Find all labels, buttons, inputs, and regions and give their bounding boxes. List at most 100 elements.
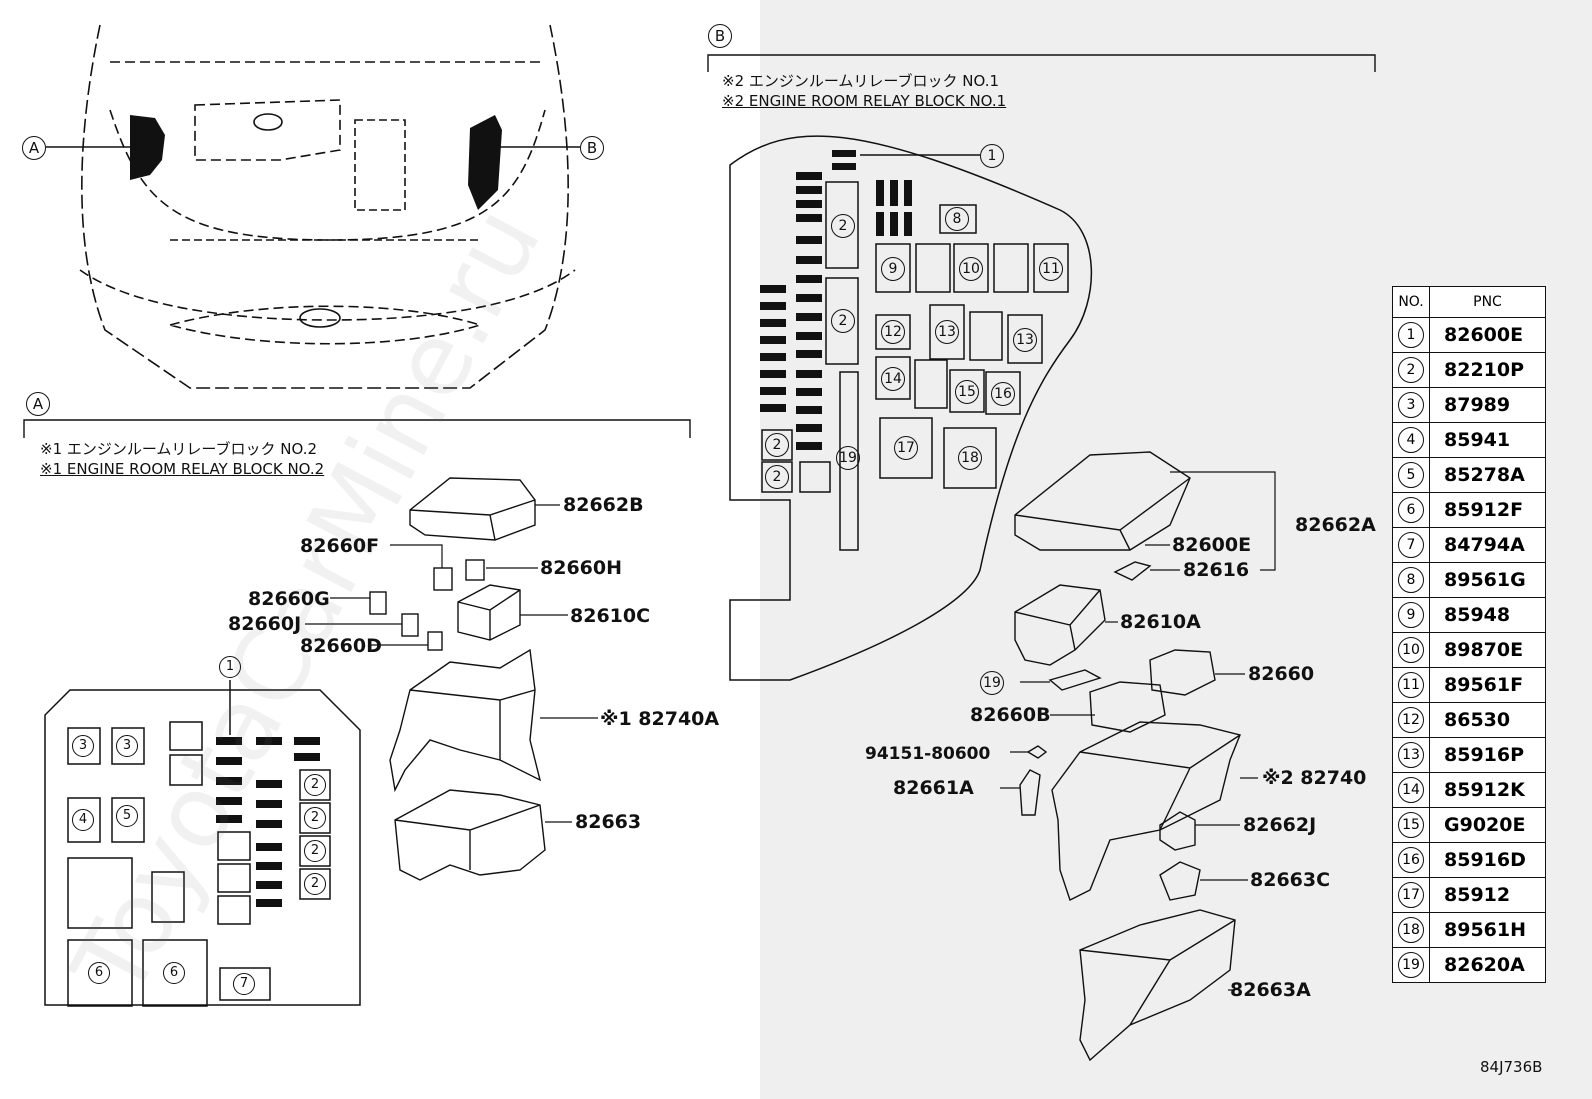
nut-94151 (1026, 745, 1048, 759)
row-pnc: 85941 (1429, 422, 1546, 458)
part-label-82610a: 82610A (1120, 611, 1201, 633)
clip-82660d (427, 631, 443, 651)
part-label-82660f: 82660F (300, 535, 380, 557)
row-pnc: 82600E (1429, 317, 1546, 353)
block-a-num-2b: 2 (304, 807, 326, 829)
car-bumper (79, 269, 576, 321)
row-no: 14 (1398, 777, 1424, 803)
lower-82663 (394, 789, 546, 881)
row-pnc: 84794A (1429, 527, 1546, 563)
block-a-num-6a: 6 (88, 962, 110, 984)
part-label-82660g: 82660G (248, 588, 330, 610)
row-no: 8 (1398, 567, 1424, 593)
part-label-82600e: 82600E (1172, 534, 1252, 556)
figure-code: 84J736B (1480, 1058, 1543, 1076)
row-no: 9 (1398, 602, 1424, 628)
block-a-outline (44, 689, 361, 1006)
row-pnc: 85916D (1429, 842, 1546, 878)
clip-82660g (369, 591, 387, 615)
header-a-jp: ※1 エンジンルームリレーブロック NO.2 (40, 440, 318, 458)
car-inner-line (109, 109, 546, 241)
block-82660b (1089, 681, 1166, 733)
row-pnc: 89561H (1429, 912, 1546, 948)
bracket-82663c (1159, 861, 1201, 901)
row-no: 5 (1398, 462, 1424, 488)
relay-block-b-location (468, 115, 502, 210)
block-a-num-3a: 3 (72, 735, 94, 757)
section-b-bracket (707, 54, 1376, 72)
row-no: 4 (1398, 427, 1424, 453)
row-pnc: 85912F (1429, 492, 1546, 528)
engine-oil-cap (253, 113, 283, 131)
lower-82663a (1079, 909, 1236, 1062)
section-b-marker-car: B (580, 136, 604, 160)
block-b-num-16: 16 (991, 382, 1015, 406)
row-pnc: 85948 (1429, 597, 1546, 633)
box-82740 (1051, 721, 1241, 901)
block-b-num-11: 11 (1039, 257, 1063, 281)
clip-82660h (465, 559, 485, 581)
row-pnc: 85916P (1429, 737, 1546, 773)
block-a-num-2c: 2 (304, 840, 326, 862)
part-label-82662j: 82662J (1243, 814, 1317, 836)
block-b-num-1: 1 (980, 144, 1004, 168)
section-b-marker: B (708, 24, 732, 48)
block-a-num-5: 5 (116, 805, 138, 827)
block-a-num-6b: 6 (163, 962, 185, 984)
row-pnc: 86530 (1429, 702, 1546, 738)
fuse-82616 (1113, 561, 1152, 581)
row-no: 13 (1398, 742, 1424, 768)
block-82610c (457, 584, 521, 641)
car-grille (167, 305, 483, 345)
row-no: 17 (1398, 882, 1424, 908)
block-b-num-10: 10 (959, 257, 983, 281)
block-b-num-2b: 2 (831, 309, 855, 333)
part-label-82610c: 82610C (570, 605, 651, 627)
row-no: 3 (1398, 392, 1424, 418)
part-label-82662b: 82662B (563, 494, 644, 516)
block-b-num-19: 19 (836, 446, 860, 470)
header-b-jp: ※2 エンジンルームリレーブロック NO.1 (722, 72, 1000, 90)
block-a-num-4: 4 (72, 809, 94, 831)
part-label-82663a: 82663A (1230, 979, 1311, 1001)
row-pnc: 87989 (1429, 387, 1546, 423)
block-b-num-17: 17 (894, 436, 918, 460)
row-no: 18 (1398, 917, 1424, 943)
part-label-82660h: 82660H (540, 557, 623, 579)
section-a-marker: A (26, 392, 50, 416)
row-pnc: G9020E (1429, 807, 1546, 843)
battery-outline (354, 119, 406, 211)
row-pnc: 89561F (1429, 667, 1546, 703)
relay-block-a-location (130, 115, 165, 180)
block-a-num-1: 1 (219, 656, 241, 678)
part-label-82660b: 82660B (970, 704, 1051, 726)
fuse-19-strip (1048, 669, 1102, 691)
block-b-num-2d: 2 (765, 465, 789, 489)
part-label-82740a: ※1 82740A (600, 708, 720, 730)
car-emblem (299, 308, 341, 328)
part-label-82660: 82660 (1248, 663, 1315, 685)
part-label-82662a: 82662A (1295, 514, 1376, 536)
block-a-num-2d: 2 (304, 873, 326, 895)
block-a-num-3b: 3 (116, 735, 138, 757)
row-no: 1 (1398, 322, 1424, 348)
row-pnc: 89561G (1429, 562, 1546, 598)
row-pnc: 85278A (1429, 457, 1546, 493)
block-b-num-2a: 2 (831, 214, 855, 238)
part-label-82660j: 82660J (228, 613, 302, 635)
row-pnc: 85912 (1429, 877, 1546, 913)
row-no: 7 (1398, 532, 1424, 558)
header-a-en: ※1 ENGINE ROOM RELAY BLOCK NO.2 (40, 460, 325, 478)
cover-82662b (409, 477, 536, 541)
part-label-82663c: 82663C (1250, 869, 1331, 891)
